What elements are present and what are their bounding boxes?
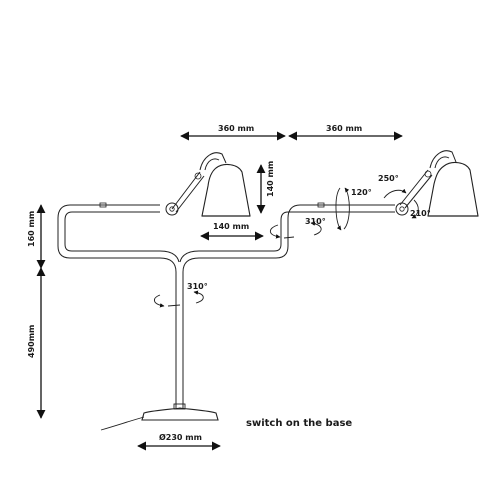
right-elbow-bar-b — [404, 174, 433, 209]
label-switch-note: switch on the base — [246, 418, 352, 429]
left-elbow-bar-b — [175, 175, 205, 213]
right-lamp-head — [395, 150, 479, 217]
label-arm-length-1: 360 mm — [218, 124, 254, 133]
dimension-lines — [36, 131, 403, 451]
left-elbow-bar-a — [171, 171, 201, 210]
vertical-rotation-icon — [335, 187, 350, 231]
arm-rotation-icon — [269, 221, 322, 239]
stem-collar — [173, 403, 186, 410]
head-top-rotation-icon — [383, 188, 407, 199]
label-stem-rotation: 310° — [187, 282, 208, 291]
right-shade — [427, 161, 479, 217]
left-hook — [199, 152, 227, 171]
head-side-rotation-icon — [411, 199, 419, 219]
label-lower-height: 490mm — [27, 325, 36, 358]
right-elbow-bar-a — [399, 169, 429, 206]
lamp-body — [57, 150, 479, 431]
label-vertical-rotation: 120° — [351, 188, 372, 197]
label-head-top-rotation: 250° — [378, 174, 399, 183]
label-base-diameter: Ø230 mm — [159, 432, 202, 442]
right-arm-clip — [317, 202, 325, 208]
label-head-side-rotation: 210° — [410, 209, 431, 218]
right-arm-outer — [182, 204, 395, 273]
left-arm-outer — [57, 204, 177, 273]
stem-rotation-icon — [154, 290, 204, 308]
rotation-indicators — [154, 187, 419, 308]
left-lamp-head — [165, 152, 251, 217]
right-knob — [395, 202, 409, 216]
labels: 360 mm 360 mm 140 mm 140 mm 160 mm 490mm… — [27, 124, 431, 442]
right-hook — [429, 150, 457, 169]
left-arm-inner — [64, 211, 180, 263]
power-cable — [100, 416, 145, 431]
left-arm-clip — [99, 202, 107, 208]
left-shade — [201, 163, 251, 217]
lamp-base — [141, 407, 219, 421]
label-shade-height: 140 mm — [266, 161, 275, 197]
label-arm-rotation: 310° — [305, 217, 326, 226]
label-arm-length-2: 360 mm — [326, 124, 362, 133]
label-upper-height: 160 mm — [27, 211, 36, 247]
right-arm-inner — [179, 211, 395, 263]
label-shade-width: 140 mm — [213, 222, 249, 231]
